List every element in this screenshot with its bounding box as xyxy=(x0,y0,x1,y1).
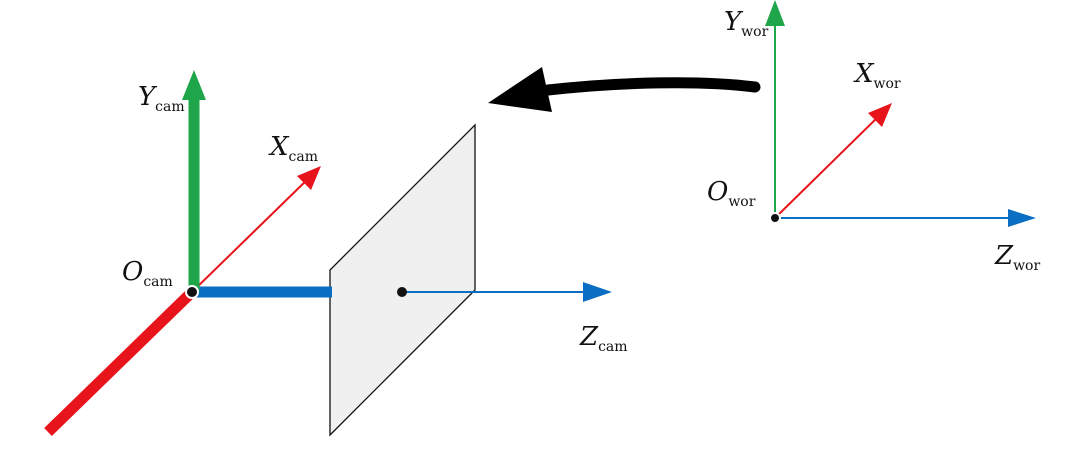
transform-arrow-curve xyxy=(542,77,761,96)
camera-origin-point xyxy=(185,285,199,299)
camera-x-label: Xcam xyxy=(268,132,318,165)
camera-x-axis-line xyxy=(191,174,313,293)
principal-point xyxy=(397,287,407,297)
world-y-label: Ywor xyxy=(724,7,769,40)
world-x-axis-arrowhead xyxy=(868,103,892,127)
world-z-axis-arrowhead xyxy=(1008,209,1036,227)
image-plane xyxy=(329,123,476,437)
transform-arrow-head xyxy=(488,67,552,112)
world-origin-point xyxy=(769,212,781,224)
world-y-axis-arrowhead xyxy=(765,0,785,26)
world-z-label: Zwor xyxy=(994,241,1040,274)
camera-z-axis-arrowhead xyxy=(583,282,612,302)
world-x-axis-line xyxy=(774,112,883,219)
camera-x-axis-arrowhead xyxy=(297,166,321,190)
camera-origin-label: Ocam xyxy=(122,257,173,290)
camera-frame: Ycam Xcam Ocam Zcam xyxy=(44,70,628,437)
camera-x-axis-negative xyxy=(44,288,196,436)
camera-y-axis-arrowhead xyxy=(182,70,206,100)
camera-z-label: Zcam xyxy=(579,322,628,355)
camera-y-label: Ycam xyxy=(138,82,185,115)
transform-arrow xyxy=(488,67,761,112)
world-origin-label: Owor xyxy=(707,177,756,210)
world-x-label: Xwor xyxy=(853,59,901,92)
world-frame: Ywor Xwor Owor Zwor xyxy=(707,0,1040,274)
